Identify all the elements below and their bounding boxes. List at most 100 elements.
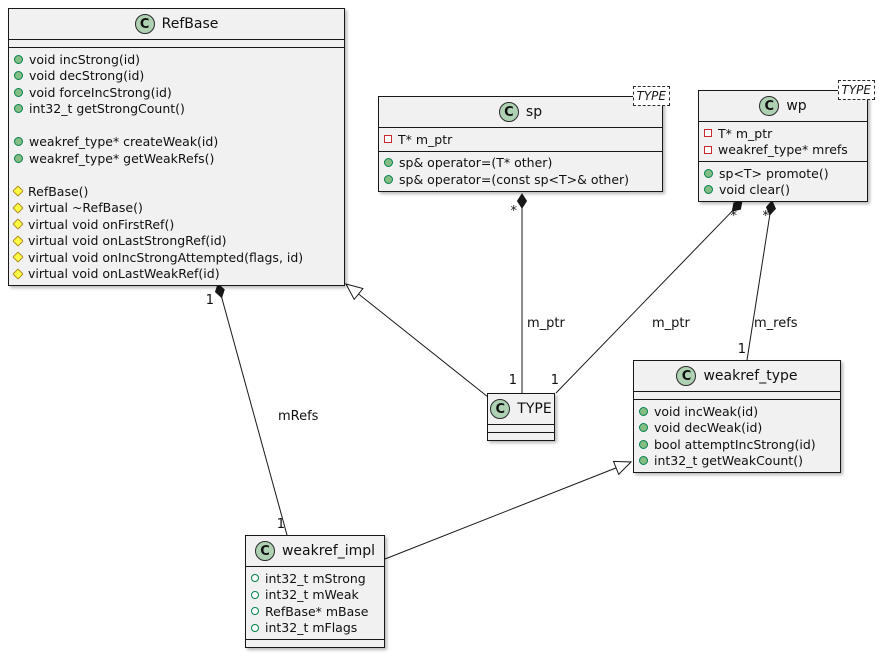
- protected-method-icon: [12, 185, 24, 197]
- composition-diamond: [765, 200, 776, 216]
- member-text: int32_t mFlags: [265, 620, 358, 636]
- class-title: RefBase: [161, 16, 219, 32]
- member-text: weakref_type* getWeakRefs(): [29, 150, 215, 166]
- member-text: sp& operator=(T* other): [399, 155, 553, 171]
- composition-diamond: [516, 193, 528, 209]
- method-row: weakref_type* createWeak(id): [14, 134, 339, 151]
- edge-refbase-owns-weakref-impl-mrefs: [221, 297, 288, 536]
- member-text: int32_t getWeakCount(): [654, 453, 803, 469]
- method-row: bool attemptIncStrong(id): [639, 436, 835, 453]
- public-method-icon: [639, 406, 648, 416]
- multiplicity-label: 1: [509, 373, 517, 388]
- public-method-icon: [14, 54, 23, 64]
- member-text: virtual void onIncStrongAttempted(flags,…: [28, 249, 304, 265]
- method-row: sp& operator=(T* other): [384, 155, 657, 172]
- private-field-icon: [384, 135, 392, 144]
- class-title: TYPE: [517, 401, 552, 417]
- method-row: void forceIncStrong(id): [14, 84, 339, 101]
- class-title: weakref_type: [703, 368, 798, 384]
- member-text: void decStrong(id): [29, 68, 145, 84]
- method-row: void incStrong(id): [14, 51, 339, 68]
- class-methods-section: void incStrong(id)void decStrong(id)void…: [9, 48, 344, 285]
- inheritance-triangle: [345, 283, 364, 301]
- public-method-icon: [14, 71, 23, 81]
- member-text: void decWeak(id): [654, 420, 763, 436]
- method-row: virtual void onLastStrongRef(id): [12, 233, 339, 250]
- member-text: T* m_ptr: [398, 131, 453, 147]
- class-methods-section: [488, 433, 554, 440]
- member-text: virtual ~RefBase(): [28, 200, 143, 216]
- class-methods-section: [246, 640, 384, 647]
- public-method-icon: [14, 153, 23, 163]
- method-row: [14, 167, 339, 184]
- protected-method-icon: [12, 251, 24, 263]
- method-row: virtual void onIncStrongAttempted(flags,…: [12, 249, 339, 266]
- edge-type-extends-refbase: [358, 293, 489, 398]
- public-field-icon: [251, 590, 259, 599]
- multiplicity-label: 1: [551, 373, 559, 388]
- protected-method-icon: [12, 202, 24, 214]
- member-text: weakref_type* createWeak(id): [29, 134, 219, 150]
- edge-label: mRefs: [278, 409, 319, 424]
- member-text: virtual void onLastStrongRef(id): [28, 233, 227, 249]
- member-text: int32_t mWeak: [265, 587, 359, 603]
- edge-label: m_refs: [754, 316, 798, 331]
- class-circle-icon: C: [759, 96, 780, 116]
- class-title: sp: [525, 104, 543, 120]
- multiplicity-label: 1: [277, 517, 285, 532]
- member-text: [29, 118, 33, 133]
- stereotype-tag: TYPE: [837, 80, 875, 100]
- class-circle-icon: C: [676, 366, 697, 386]
- class-circle-icon: C: [134, 14, 155, 34]
- method-row: weakref_type* getWeakRefs(): [14, 150, 339, 167]
- member-text: [29, 167, 33, 182]
- public-method-icon: [639, 439, 648, 449]
- private-field-icon: [704, 145, 712, 154]
- member-text: void incStrong(id): [29, 51, 141, 67]
- class-fields-section: [9, 40, 344, 48]
- private-field-icon: [704, 129, 712, 138]
- method-row: int32_t getWeakCount(): [639, 453, 835, 470]
- member-text: weakref_type* mrefs: [718, 142, 848, 158]
- field-row: int32_t mFlags: [251, 620, 379, 637]
- method-row: void decWeak(id): [639, 420, 835, 437]
- class-fields-section: [634, 392, 840, 400]
- field-row: int32_t mWeak: [251, 587, 379, 604]
- public-method-icon: [384, 174, 393, 184]
- public-field-icon: [251, 574, 259, 583]
- multiplicity-label: *: [731, 209, 738, 224]
- composition-diamond: [214, 283, 225, 299]
- edge-label: m_ptr: [527, 316, 566, 331]
- method-row: int32_t getStrongCount(): [14, 101, 339, 118]
- member-text: RefBase(): [28, 183, 89, 199]
- class-fields-section: T* m_ptr: [379, 128, 662, 152]
- method-row: void decStrong(id): [14, 68, 339, 85]
- member-text: void incWeak(id): [654, 403, 759, 419]
- public-method-icon: [384, 158, 393, 168]
- method-row: RefBase(): [12, 183, 339, 200]
- stereotype-tag: TYPE: [632, 86, 670, 106]
- public-method-icon: [14, 87, 23, 97]
- class-title: weakref_impl: [281, 543, 376, 559]
- field-row: RefBase* mBase: [251, 603, 379, 620]
- member-text: void clear(): [719, 182, 791, 198]
- protected-method-icon: [12, 218, 24, 230]
- class-header: C RefBase: [9, 9, 344, 40]
- edge-wp-owns-type-m-ptr: [555, 210, 733, 394]
- member-text: int32_t getStrongCount(): [29, 101, 185, 117]
- method-row: void clear(): [704, 182, 862, 199]
- protected-method-icon: [12, 268, 24, 280]
- method-row: virtual void onLastWeakRef(id): [12, 266, 339, 283]
- class-methods-section: sp<T> promote()void clear(): [699, 162, 867, 201]
- member-text: void forceIncStrong(id): [29, 84, 172, 100]
- member-text: T* m_ptr: [718, 125, 773, 141]
- member-text: sp& operator=(const sp<T>& other): [399, 171, 630, 187]
